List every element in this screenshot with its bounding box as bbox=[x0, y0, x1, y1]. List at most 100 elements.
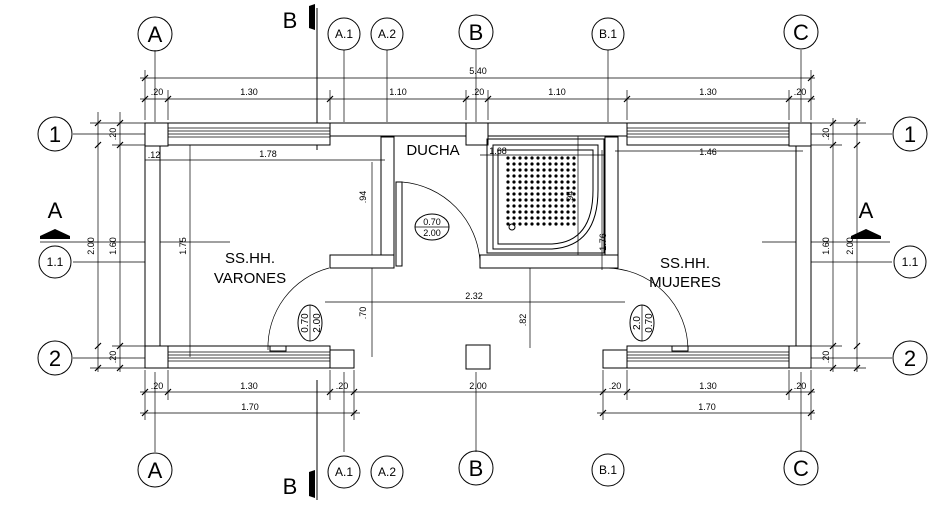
axis-bubble-left-2: 2 bbox=[37, 340, 73, 376]
drain-dot bbox=[530, 192, 534, 196]
dimension-tick bbox=[94, 342, 102, 350]
dimension-tick bbox=[853, 342, 861, 350]
axis-bubble-top-c: C bbox=[783, 14, 819, 50]
svg-text:2: 2 bbox=[904, 346, 916, 371]
drain-dot bbox=[530, 204, 534, 208]
dimension-tick bbox=[829, 364, 837, 372]
dimension-tick bbox=[807, 95, 815, 103]
dimension-tick bbox=[116, 119, 124, 127]
svg-text:.20: .20 bbox=[821, 128, 831, 141]
drain-dot bbox=[542, 216, 546, 220]
drain-dot bbox=[506, 186, 510, 190]
svg-text:0.70: 0.70 bbox=[644, 313, 655, 333]
dimension-tick bbox=[141, 409, 149, 417]
drain-dot bbox=[524, 192, 528, 196]
axis-bubble-left-1-1: 1.1 bbox=[38, 245, 72, 279]
dimension-tick bbox=[141, 95, 149, 103]
dimension-tick bbox=[807, 409, 815, 417]
dimension-tick bbox=[785, 388, 793, 396]
dimension-tick bbox=[829, 342, 837, 350]
drain-dot bbox=[548, 192, 552, 196]
drain-dot bbox=[536, 156, 540, 160]
drain-dot bbox=[512, 174, 516, 178]
svg-text:B: B bbox=[469, 456, 484, 481]
drain-dot bbox=[548, 180, 552, 184]
drain-dot bbox=[518, 168, 522, 172]
drain-dot bbox=[518, 192, 522, 196]
drain-dot bbox=[554, 168, 558, 172]
axis-bubble-bottom-b1: B.1 bbox=[591, 453, 625, 487]
drain-dot bbox=[566, 168, 570, 172]
drain-dot bbox=[506, 168, 510, 172]
svg-text:2.00: 2.00 bbox=[845, 237, 855, 255]
dimension-tick bbox=[623, 95, 631, 103]
drain-dot bbox=[560, 204, 564, 208]
svg-text:1: 1 bbox=[904, 122, 916, 147]
drain-dot bbox=[548, 174, 552, 178]
dimension-tick bbox=[785, 95, 793, 103]
drain-dot bbox=[560, 216, 564, 220]
svg-text:2.0: 2.0 bbox=[632, 316, 643, 330]
drain-dot bbox=[572, 168, 576, 172]
dimension-tick bbox=[807, 388, 815, 396]
drain-dot bbox=[530, 198, 534, 202]
svg-text:A.2: A.2 bbox=[378, 27, 396, 41]
drain-dot bbox=[566, 216, 570, 220]
axis-bubble-top-b: B bbox=[458, 14, 494, 50]
drain-dot bbox=[524, 156, 528, 160]
svg-text:2.00: 2.00 bbox=[469, 381, 487, 391]
dimension-tick bbox=[164, 388, 172, 396]
drain-dot bbox=[524, 168, 528, 172]
svg-text:1.60: 1.60 bbox=[821, 237, 831, 255]
drain-dot bbox=[536, 168, 540, 172]
svg-text:A: A bbox=[859, 198, 874, 223]
svg-text:.20: .20 bbox=[794, 381, 807, 391]
svg-text:1.30: 1.30 bbox=[240, 87, 258, 97]
section-marker-a-right: A bbox=[851, 198, 881, 239]
drain-dot bbox=[560, 162, 564, 166]
drain-dot bbox=[572, 156, 576, 160]
svg-text:C: C bbox=[793, 20, 809, 45]
drain-dot bbox=[572, 216, 576, 220]
svg-text:.20: .20 bbox=[151, 87, 164, 97]
svg-text:A.1: A.1 bbox=[335, 465, 353, 479]
drain-dot bbox=[554, 162, 558, 166]
drain-dot bbox=[560, 198, 564, 202]
drain-dot bbox=[530, 174, 534, 178]
drain-dot bbox=[542, 186, 546, 190]
drain-dot bbox=[506, 216, 510, 220]
svg-text:C: C bbox=[793, 456, 809, 481]
drain-dot bbox=[512, 198, 516, 202]
drain-dot bbox=[524, 198, 528, 202]
svg-text:0.70: 0.70 bbox=[423, 217, 441, 227]
drain-dot bbox=[560, 156, 564, 160]
drain-dot bbox=[506, 222, 510, 226]
drain-dot bbox=[554, 216, 558, 220]
drain-dot bbox=[542, 162, 546, 166]
drain-dot bbox=[518, 198, 522, 202]
drain-dot bbox=[524, 222, 528, 226]
drain-dot bbox=[518, 174, 522, 178]
drain-dot bbox=[530, 156, 534, 160]
drain-dot bbox=[548, 210, 552, 214]
drain-dot bbox=[518, 204, 522, 208]
svg-text:A: A bbox=[48, 198, 63, 223]
drain-dot bbox=[548, 222, 552, 226]
door-swings bbox=[267, 181, 689, 352]
dimension-tick bbox=[94, 364, 102, 372]
svg-text:B: B bbox=[283, 8, 298, 33]
drain-dot bbox=[536, 180, 540, 184]
drain-dot bbox=[506, 156, 510, 160]
drain-dot bbox=[530, 168, 534, 172]
drain-dot bbox=[536, 210, 540, 214]
dimension-tick bbox=[94, 119, 102, 127]
svg-text:1.1: 1.1 bbox=[902, 255, 919, 269]
drain-dot bbox=[512, 180, 516, 184]
dimension-tick bbox=[141, 388, 149, 396]
drain-dot bbox=[506, 180, 510, 184]
svg-text:A.1: A.1 bbox=[335, 27, 353, 41]
svg-text:.94: .94 bbox=[565, 191, 575, 204]
drain-dot bbox=[536, 198, 540, 202]
drain-dot bbox=[512, 156, 516, 160]
drain-dot bbox=[518, 180, 522, 184]
